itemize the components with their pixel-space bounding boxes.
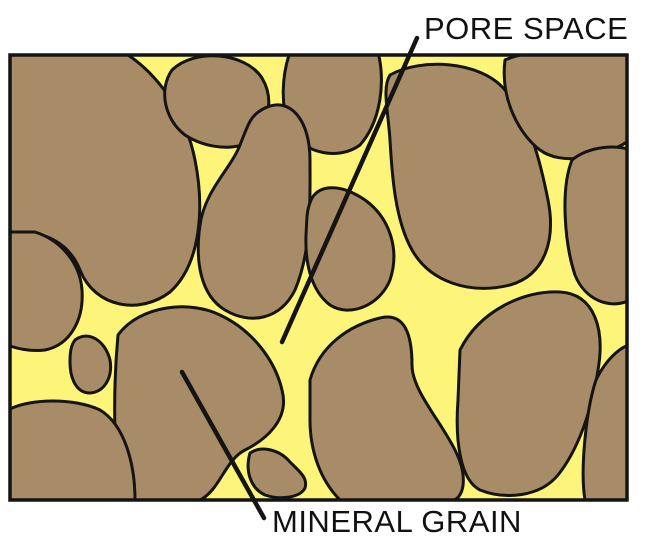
mineral-grain [70, 336, 111, 393]
pore-space-label: PORE SPACE [424, 13, 628, 44]
mineral-grain-label: MINERAL GRAIN [272, 506, 522, 537]
